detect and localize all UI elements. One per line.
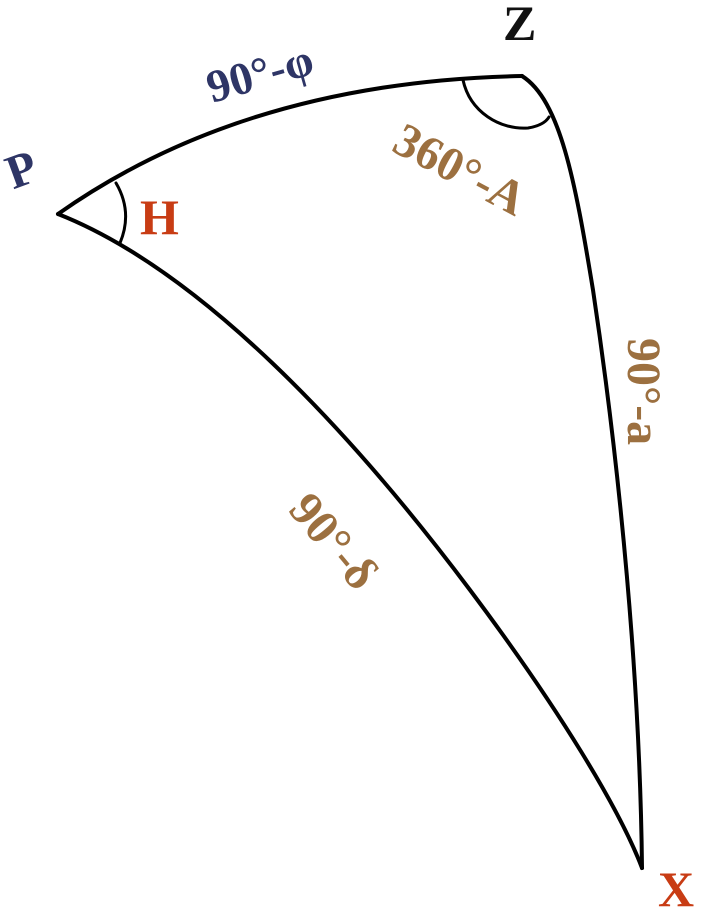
side-label-pole-zenith: 90°-φ bbox=[201, 34, 319, 113]
angle-arc-azimuth bbox=[461, 78, 551, 130]
side-pole-zenith bbox=[56, 74, 524, 216]
vertex-label-star: X bbox=[658, 861, 694, 911]
angle-label-azimuth: 360°-A bbox=[385, 113, 535, 227]
side-zenith-star bbox=[520, 74, 644, 870]
side-label-pole-star: 90°-δ bbox=[279, 483, 389, 600]
side-pole-star bbox=[56, 212, 644, 870]
vertex-label-pole: P bbox=[0, 140, 44, 200]
side-label-zenith-star: 90°-a bbox=[617, 338, 670, 445]
angle-label-hour-angle: H bbox=[140, 189, 179, 245]
angle-arc-hour-angle bbox=[114, 181, 128, 245]
vertex-label-zenith: Z bbox=[503, 0, 536, 51]
